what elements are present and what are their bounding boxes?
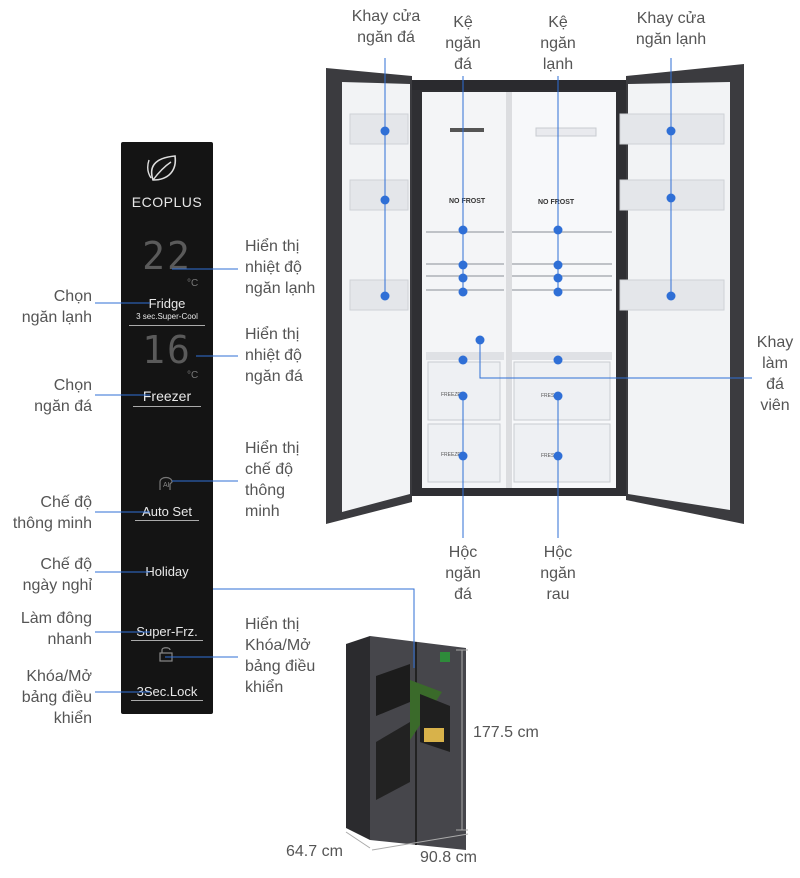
freeze-drawer-1-text: FREEZE [441,392,461,398]
holiday-button[interactable]: Holiday [145,564,189,579]
no-frost-right-text: NO FROST [538,199,575,206]
fresh-drawer-1-text: FRESH [541,393,558,399]
label-khay-cua-ngan-da: Khay cửa ngăn đá [351,8,421,46]
auto-set-button[interactable]: Auto Set [142,504,192,519]
freezer-temp-display: 16 [142,328,192,372]
smart-mode-icon [159,476,173,490]
fresh-drawer-2-text: FRESH [541,453,558,459]
label-hien-thi-khoa-mo: Hiển thị Khóa/Mở bảng điều khiển [245,616,316,696]
label-chon-ngan-lanh: Chọn ngăn lạnh [21,288,92,326]
dimension-depth: 64.7 cm [286,843,343,860]
fridge-closed-image [346,636,466,850]
label-hien-thi-nhiet-do-ngan-da: Hiển thị nhiệt độ ngăn đá [245,326,303,385]
label-lam-dong-nhanh: Làm đông nhanh [20,610,92,648]
dimension-height: 177.5 cm [473,724,539,741]
label-hien-thi-nhiet-do-ngan-lanh: Hiển thị nhiệt độ ngăn lạnh [245,238,316,297]
super-frz-button[interactable]: Super-Frz. [136,624,198,639]
dimension-width: 90.8 cm [420,849,477,866]
label-ke-ngan-lanh: Kệ ngăn lạnh [540,14,576,73]
label-khay-cua-ngan-lanh: Khay cửa ngăn lạnh [635,10,707,48]
freezer-select-button[interactable]: Freezer [142,388,192,404]
label-che-do-thong-minh: Chế độ thông minh [12,494,92,532]
brand-label: ECOPLUS [131,194,203,210]
fridge-temp-display: 22 [142,234,192,278]
ai-text: AI [163,482,170,489]
super-cool-text: 3 sec.Super-Cool [136,312,198,321]
label-hoc-ngan-da: Hộc ngăn đá [445,544,481,603]
label-che-do-ngay-nghi: Chế độ ngày nghỉ [22,556,92,594]
fridge-select-button[interactable]: Fridge [148,296,186,311]
lock-button[interactable]: 3Sec.Lock [136,684,198,699]
leaf-icon [146,155,177,181]
control-panel: ECOPLUS 22 °C Fridge 3 sec.Super-Cool 16… [121,142,213,714]
label-ke-ngan-da: Kệ ngăn đá [445,14,481,73]
label-hoc-ngan-rau: Hộc ngăn rau [540,544,576,603]
fridge-open-image [326,64,744,524]
freeze-drawer-2-text: FREEZE [441,452,461,458]
label-khay-lam-da-vien: Khay làm đá viên [756,334,794,414]
label-hien-thi-che-do-thong-minh: Hiển thị chế độ thông minh [245,440,300,520]
label-chon-ngan-da: Chọn ngăn đá [34,377,92,415]
label-khoa-mo-bang-dieu-khien: Khóa/Mở bảng điều khiển [21,668,92,727]
no-frost-left-text: NO FROST [449,198,486,205]
fridge-unit-text: °C [187,278,199,289]
freezer-unit-text: °C [187,370,199,381]
